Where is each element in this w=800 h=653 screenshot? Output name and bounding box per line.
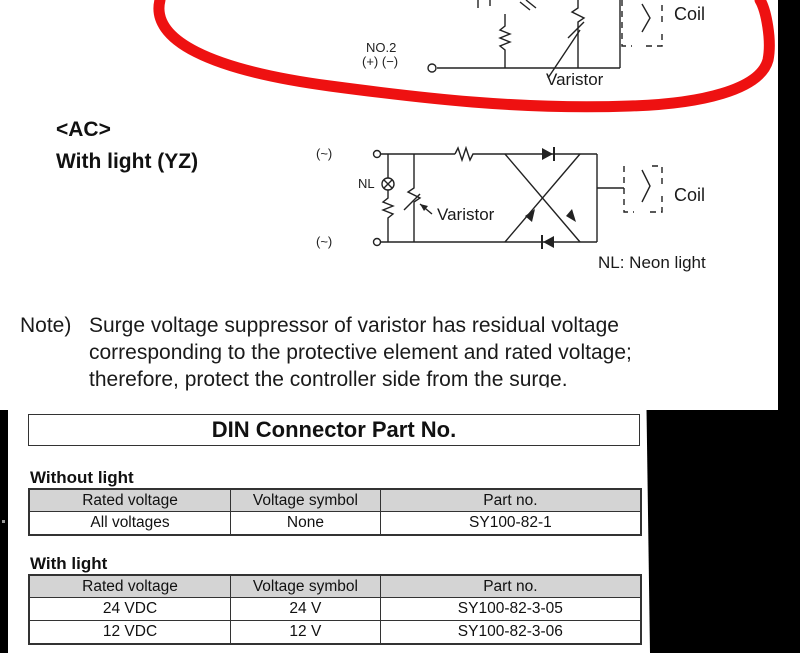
circuit-diagrams [153,0,775,249]
table-cell: All voltages [28,511,232,536]
red-highlight-circle [153,0,775,113]
ac-series-resistor [454,145,475,163]
varistor-label-top: Varistor [546,70,604,89]
bridge-cross-wires [504,153,581,243]
varistor-symbol-top [570,0,586,68]
top-document-fragment: Coil NO.2 (+) (−) Varistor <AC> With lig… [0,0,778,410]
without-light-heading: Without light [30,468,134,487]
coil-switch-top [641,3,651,33]
with-light-table: Rated voltage Voltage symbol Part no. 24… [28,574,642,645]
ac-terminal-top [372,149,382,159]
resistor-symbol-top [498,14,512,68]
table-cell: 24 V [230,597,381,621]
ac-subheading: With light (YZ) [56,150,199,173]
din-connector-title: DIN Connector Part No. [28,414,640,446]
table-cell: SY100-82-3-06 [379,620,642,645]
column-header: Part no. [379,488,642,512]
coil-dashed-box-ac [623,165,663,213]
bottom-document-fragment: DIN Connector Part No. Without light Rat… [8,384,650,653]
column-header: Voltage symbol [230,574,381,598]
table-cell: 24 VDC [28,597,232,621]
table-cell: 12 V [230,620,381,645]
note-line-2: corresponding to the protective element … [89,341,632,364]
coil-switch-ac [641,169,651,203]
scan-artifact-dot [2,520,5,523]
ac-varistor [406,154,422,242]
table-cell: SY100-82-1 [379,511,642,536]
table-row: 12 VDC 12 V SY100-82-3-06 [28,620,642,645]
diode-diagonal-left [525,209,535,222]
table-header-row: Rated voltage Voltage symbol Part no. [28,488,642,512]
nl-label: NL [358,176,375,191]
diode-diagonal-right [566,209,576,222]
partial-led-symbol [477,0,491,8]
terminal-label-line1: NO.2 [366,40,397,55]
ac-heading: <AC> [56,118,111,141]
column-header: Rated voltage [28,574,232,598]
column-header: Voltage symbol [230,488,381,512]
with-light-heading: With light [30,554,108,573]
table-cell: SY100-82-3-05 [379,597,642,621]
note-line-3: therefore, protect the controller side f… [89,368,568,391]
note-line-1: Surge voltage suppressor of varistor has… [89,314,619,337]
neon-light-legend: NL: Neon light [598,253,706,272]
diode-bottom [541,235,554,249]
ac-terminal-top-label: (~) [316,146,333,161]
column-header: Rated voltage [28,488,232,512]
table-header-row: Rated voltage Voltage symbol Part no. [28,574,642,598]
terminal-no2 [427,63,437,73]
ac-varistor-label: Varistor [437,205,495,224]
partial-arrow-symbol [519,0,537,11]
ac-terminal-bottom [372,237,382,247]
coil-label-ac: Coil [674,185,706,205]
table-row: 24 VDC 24 V SY100-82-3-05 [28,597,642,621]
table-cell: None [230,511,381,536]
note-label: Note) [20,314,72,337]
varistor-slash-top [567,21,585,39]
table-row: All voltages None SY100-82-1 [28,511,642,536]
table-cell: 12 VDC [28,620,232,645]
terminal-label-line2: (+) (−) [362,54,399,69]
diode-top [542,147,555,161]
varistor-leader-top [547,29,581,79]
column-header: Part no. [379,574,642,598]
coil-dashed-box-top [621,0,663,47]
coil-label-top: Coil [674,4,706,24]
without-light-table: Rated voltage Voltage symbol Part no. Al… [28,488,642,536]
ac-resistor [381,190,395,242]
ac-terminal-bottom-label: (~) [316,234,333,249]
